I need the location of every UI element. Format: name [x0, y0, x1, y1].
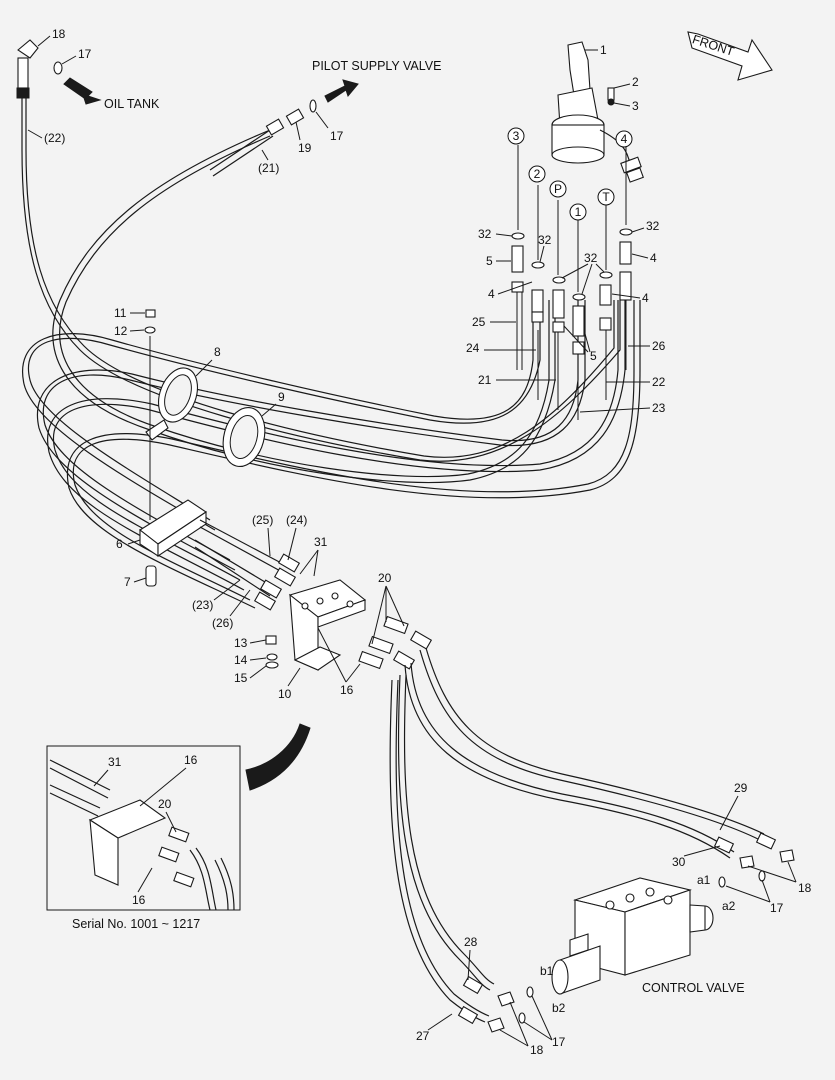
- callout-4-b: 4: [650, 251, 657, 265]
- inset-callout-16-b: 16: [132, 893, 146, 907]
- pilot-supply-valve-label: PILOT SUPPLY VALVE: [312, 59, 441, 73]
- control-valve-label: CONTROL VALVE: [642, 981, 745, 995]
- mid-hoses: [194, 519, 301, 611]
- callout-18-right: 18: [798, 881, 812, 895]
- port-a2: a2: [722, 899, 736, 913]
- callout-16: 16: [340, 683, 354, 697]
- oil-tank-label: OIL TANK: [104, 97, 160, 111]
- bracket-10: [265, 579, 367, 671]
- port-mark-t: T: [602, 190, 610, 204]
- control-valve: [551, 877, 714, 995]
- serial-note: Serial No. 1001 ~ 1217: [72, 917, 200, 931]
- callout-8: 8: [214, 345, 221, 359]
- pilot-supply-fitting: [209, 79, 359, 177]
- port-mark-3: 3: [513, 129, 520, 143]
- callout-26: 26: [652, 339, 666, 353]
- callout-25: 25: [472, 315, 486, 329]
- callout-17-right: 17: [770, 901, 784, 915]
- callout-14: 14: [234, 653, 248, 667]
- callout-27: 27: [416, 1029, 430, 1043]
- callout-22: 22: [652, 375, 666, 389]
- callout-20: 20: [378, 571, 392, 585]
- callout-18-top: 18: [52, 27, 66, 41]
- port-b2: b2: [552, 1001, 566, 1015]
- callout-12: 12: [114, 324, 128, 338]
- port-marks: 3 4 2 P 1 T: [507, 127, 633, 221]
- callout-31: 31: [314, 535, 328, 549]
- inset-callout-31: 31: [108, 755, 122, 769]
- inset-panel: [46, 745, 241, 911]
- callout-23: 23: [652, 401, 666, 415]
- callouts: 18 17 (22) (21) 19 17 1 2 3 32 32 32 32 …: [27, 27, 812, 1057]
- port-b1: b1: [540, 964, 554, 978]
- callout-17-top: 17: [78, 47, 92, 61]
- inset-callout-20: 20: [158, 797, 172, 811]
- callout-32-b: 32: [538, 233, 552, 247]
- tank-elbow-fitting: [16, 39, 102, 105]
- port-mark-2: 2: [534, 167, 541, 181]
- callout-25-paren: (25): [252, 513, 273, 527]
- port-fittings: [511, 145, 633, 355]
- callout-24: 24: [466, 341, 480, 355]
- callout-23-paren: (23): [192, 598, 213, 612]
- callout-5-b: 5: [590, 349, 597, 363]
- port-mark-1: 1: [575, 205, 582, 219]
- hose-clamps: [145, 367, 266, 467]
- callout-7: 7: [124, 575, 131, 589]
- inset-callout-16-a: 16: [184, 753, 198, 767]
- block-6: [139, 499, 207, 587]
- callout-3: 3: [632, 99, 639, 113]
- callout-17-bottom: 17: [552, 1035, 566, 1049]
- callout-1: 1: [600, 43, 607, 57]
- callout-32-a: 32: [478, 227, 492, 241]
- callout-11: 11: [114, 306, 127, 320]
- callout-19: 19: [298, 141, 312, 155]
- port-mark-p: P: [554, 182, 562, 196]
- callout-4-c: 4: [642, 291, 649, 305]
- callout-30: 30: [672, 855, 686, 869]
- callout-17-mid: 17: [330, 129, 344, 143]
- callout-21-mid: (21): [258, 161, 279, 175]
- joystick-assembly: [551, 41, 644, 183]
- callout-13: 13: [234, 636, 248, 650]
- port-mark-4: 4: [621, 132, 628, 146]
- callout-10: 10: [278, 687, 292, 701]
- callout-2: 2: [632, 75, 639, 89]
- callout-26-paren: (26): [212, 616, 233, 630]
- port-a1: a1: [697, 873, 711, 887]
- callout-6: 6: [116, 537, 123, 551]
- inset-arrow: [245, 723, 311, 791]
- callout-5-a: 5: [486, 254, 493, 268]
- hose-bundle: [21, 95, 641, 609]
- callout-32-c: 32: [584, 251, 598, 265]
- bolt-11: [144, 309, 156, 520]
- callout-24-paren: (24): [286, 513, 307, 527]
- front-arrow: FRONT: [687, 31, 773, 81]
- fittings-20: [358, 615, 433, 670]
- callout-28: 28: [464, 935, 478, 949]
- callout-18-bottom: 18: [530, 1043, 544, 1057]
- callout-32-d: 32: [646, 219, 660, 233]
- callout-22-top: (22): [44, 131, 65, 145]
- callout-15: 15: [234, 671, 248, 685]
- callout-29: 29: [734, 781, 748, 795]
- callout-4-a: 4: [488, 287, 495, 301]
- callout-9: 9: [278, 390, 285, 404]
- lower-hoses: [389, 647, 795, 1033]
- callout-21: 21: [478, 373, 492, 387]
